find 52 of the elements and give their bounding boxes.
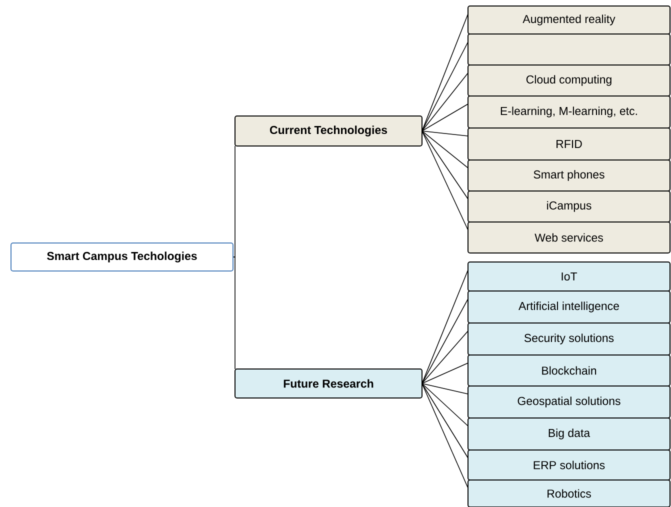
connector-line (232, 256, 236, 370)
connector-line (422, 130, 468, 168)
node-label: Cloud computing (526, 75, 612, 86)
topic-box: Robotics (468, 480, 670, 507)
connector-line (422, 72, 468, 132)
category-box: Current Technologies (234, 116, 422, 146)
topic-box: Blockchain (468, 354, 670, 386)
topic-box: Smart phones (468, 160, 670, 192)
node-label: Smart phones (534, 170, 604, 181)
connector-line (422, 14, 468, 132)
node-label: IoT (562, 272, 578, 280)
topic-box: Geospatial solutions (468, 386, 670, 418)
connector-line (422, 42, 468, 132)
node-label: iCampus (547, 201, 592, 212)
connector-line (422, 383, 468, 458)
node-label: Security solutions (524, 334, 614, 344)
topic-box: IoT (468, 262, 670, 292)
topic-box: E-learning, M-learning, etc. (468, 96, 670, 128)
connector-line (422, 130, 468, 200)
category-box: Future Research (234, 368, 422, 398)
node-label: Big data (548, 428, 590, 440)
node-label: Blockchain (542, 366, 596, 375)
node-label: Web services (534, 233, 603, 242)
node-label: ERP solutions (534, 460, 605, 470)
connector-line (422, 104, 468, 132)
topic-box: RFID (468, 128, 670, 160)
connector-line (422, 270, 468, 384)
connector-line (422, 330, 468, 384)
topic-box: Augmented reality (468, 6, 670, 34)
connector-line (422, 383, 468, 426)
connector-line (422, 130, 468, 136)
connector-line (422, 130, 468, 230)
topic-box: Cloud computing (468, 64, 670, 96)
topic-box: ERP solutions (468, 450, 670, 480)
topic-box: Security solutions (468, 322, 670, 356)
connector-line (422, 383, 468, 394)
topic-box: Web services (468, 222, 670, 254)
node-label: Geospatial solutions (518, 396, 620, 408)
node-label: RFID (556, 140, 582, 148)
connector-line (422, 383, 468, 488)
root-box: Smart Campus Techologies (10, 242, 234, 272)
connector-line (232, 146, 236, 258)
topic-box: Artificial intelligence (468, 290, 670, 324)
node-label: Robotics (548, 489, 591, 498)
node-label: Augmented reality (522, 14, 616, 26)
topic-box: Big data (468, 418, 670, 450)
topic-box: iCampus (468, 190, 670, 222)
connector-line (422, 298, 468, 384)
node-label: E-learning, M-learning, etc. (500, 106, 637, 118)
node-label: Artificial intelligence (518, 302, 619, 312)
topic-box (468, 34, 670, 66)
connector-line (422, 362, 468, 384)
